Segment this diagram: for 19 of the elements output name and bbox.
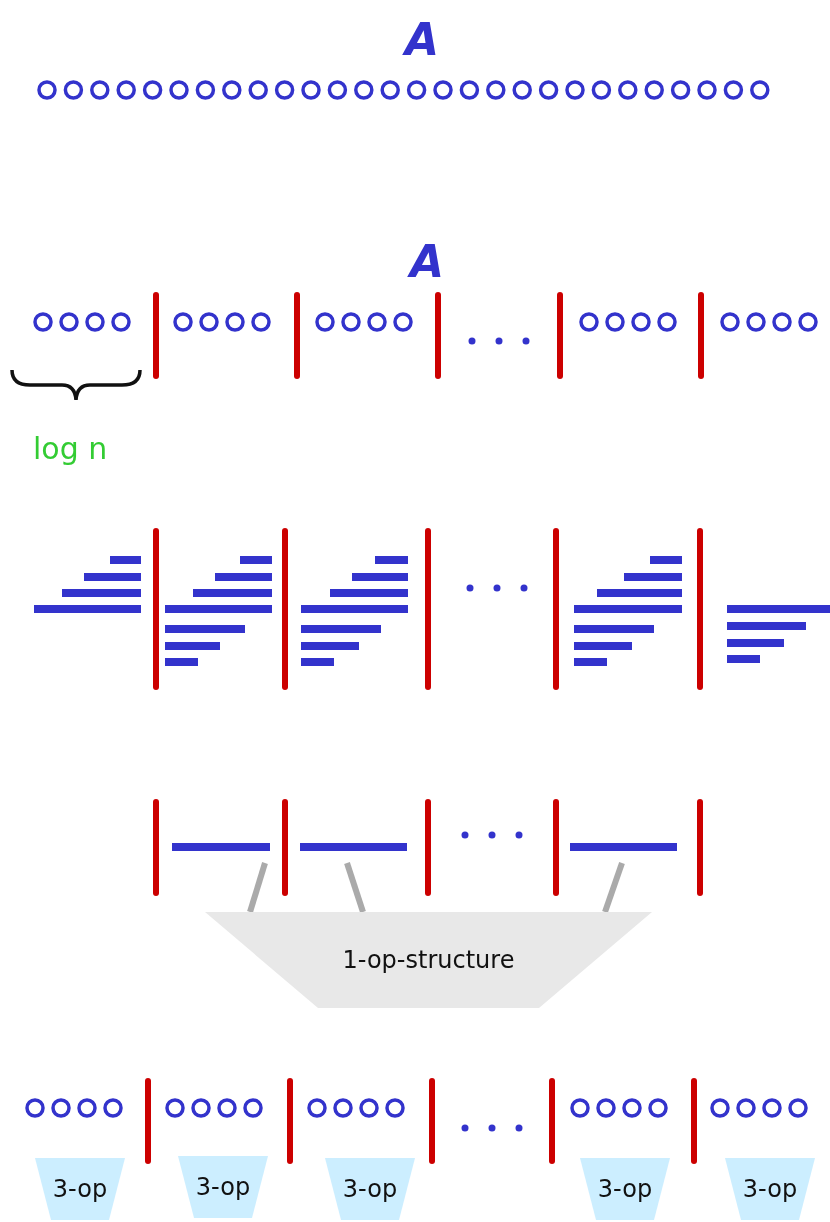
node-label: 3-op (597, 1175, 653, 1203)
node-label: 1-op-structure (342, 946, 515, 974)
line-segment (300, 843, 407, 851)
trapezoid-node (35, 1158, 125, 1220)
line-segment (172, 843, 270, 851)
connector-line (247, 862, 268, 913)
connector-line (344, 862, 366, 913)
node-label: 3-op (52, 1175, 108, 1203)
node-label: 3-op (342, 1175, 398, 1203)
trapezoid-node (325, 1158, 415, 1220)
node-label: 3-op (742, 1175, 798, 1203)
connector-line (602, 862, 625, 913)
trapezoid-node (725, 1158, 815, 1220)
trapezoid-node (178, 1156, 268, 1218)
structure-trapezoid (205, 912, 652, 1008)
trapezoid-node (580, 1158, 670, 1220)
node-label: 3-op (195, 1173, 251, 1201)
line-segment (570, 843, 677, 851)
size-label: log n (33, 434, 108, 464)
